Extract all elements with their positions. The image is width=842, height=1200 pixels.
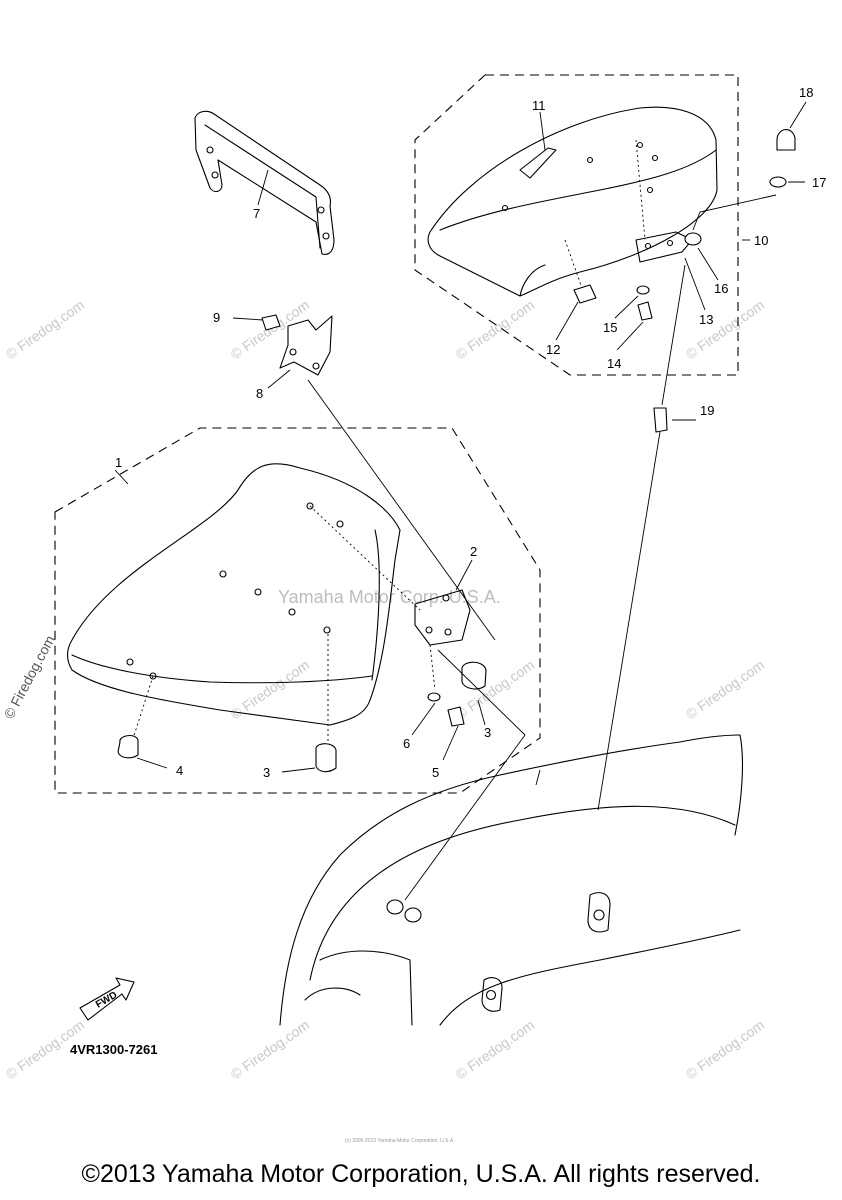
callout-7: 7 (253, 206, 260, 221)
watermark: © Firedog.com (228, 297, 313, 363)
bracket-assembly (261, 314, 496, 641)
fine-print: (c) 2005-2013 Yamaha Motor Corporation, … (345, 1138, 455, 1144)
callout-10: 10 (754, 233, 768, 248)
watermark: © Firedog.com (453, 1017, 538, 1083)
callout-13: 13 (699, 312, 713, 327)
watermark: © Firedog.com (683, 1017, 768, 1083)
pillion-seat (414, 74, 796, 376)
callout-18: 18 (799, 85, 813, 100)
callout-5: 5 (432, 765, 439, 780)
callout-11: 11 (532, 98, 546, 113)
rear-fender (279, 734, 744, 1026)
copyright-notice: ©2013 Yamaha Motor Corporation, U.S.A. A… (81, 1160, 761, 1188)
watermark: © Firedog.com (683, 657, 768, 723)
callout-4: 4 (176, 763, 183, 778)
watermark-center: Yamaha Motor Corp. U.S.A. (278, 587, 501, 607)
watermark: © Firedog.com (228, 1017, 313, 1083)
callout-16: 16 (714, 281, 728, 296)
watermark: © Firedog.com (453, 297, 538, 363)
callout-6: 6 (403, 736, 410, 751)
watermark: © Firedog.com (3, 297, 88, 363)
fwd-label: FWD (94, 990, 119, 1011)
callout-19: 19 (700, 403, 714, 418)
callout-1: 1 (115, 455, 122, 470)
callout-3b: 3 (484, 725, 491, 740)
callout-12: 12 (546, 342, 560, 357)
callout-8: 8 (256, 386, 263, 401)
fwd-indicator: FWD (79, 977, 135, 1021)
fwd-arrow-icon (79, 977, 135, 1021)
grab-bar (194, 110, 335, 255)
long-bolt (597, 264, 686, 811)
callout-17: 17 (812, 175, 826, 190)
leader-lines (114, 101, 807, 773)
callout-2: 2 (470, 544, 477, 559)
callout-14: 14 (607, 356, 621, 371)
watermark: © Firedog.com (683, 297, 768, 363)
callout-numbers: 1 2 3 3 4 5 6 7 8 9 10 11 12 13 14 15 16… (115, 85, 826, 780)
watermark: © Firedog.com (1, 633, 58, 722)
watermark-grid: © Firedog.com © Firedog.com © Firedog.co… (1, 297, 768, 1083)
diagram-code: 4VR1300-7261 (70, 1042, 157, 1057)
callout-3: 3 (263, 765, 270, 780)
callout-9: 9 (213, 310, 220, 325)
callout-15: 15 (603, 320, 617, 335)
seat (54, 427, 541, 901)
